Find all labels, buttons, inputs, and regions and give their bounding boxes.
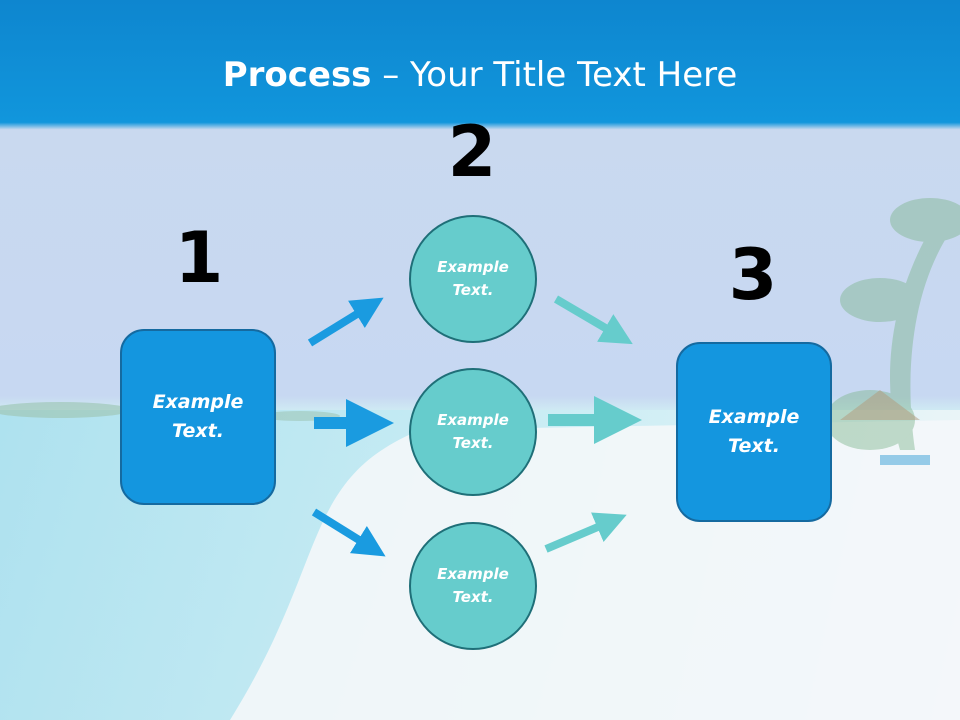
slide-title: Process – Your Title Text Here [0,54,960,96]
arrow-bottom-to-3 [544,512,627,553]
step-3-number: 3 [728,234,778,316]
step-2-top-label: Example Text. [437,258,509,299]
step-2-middle-label: Example Text. [437,411,509,452]
title-bold: Process [222,55,372,95]
step-2-circle-bottom: Example Text. [409,522,537,650]
arrow-1-to-top [307,297,384,347]
step-2-number: 2 [447,111,497,193]
step-1-label: Example Text. [152,391,244,442]
step-2-bottom-label: Example Text. [437,565,509,606]
step-3-box: Example Text. [676,342,832,522]
step-2-circle-top: Example Text. [409,215,537,343]
arrow-1-to-bottom [311,508,386,557]
step-3-label: Example Text. [708,406,800,457]
step-1-box: Example Text. [120,329,276,505]
step-2-circle-middle: Example Text. [409,368,537,496]
step-1-number: 1 [174,217,224,299]
title-rest: – Your Title Text Here [371,55,738,95]
arrow-top-to-3 [553,295,633,345]
